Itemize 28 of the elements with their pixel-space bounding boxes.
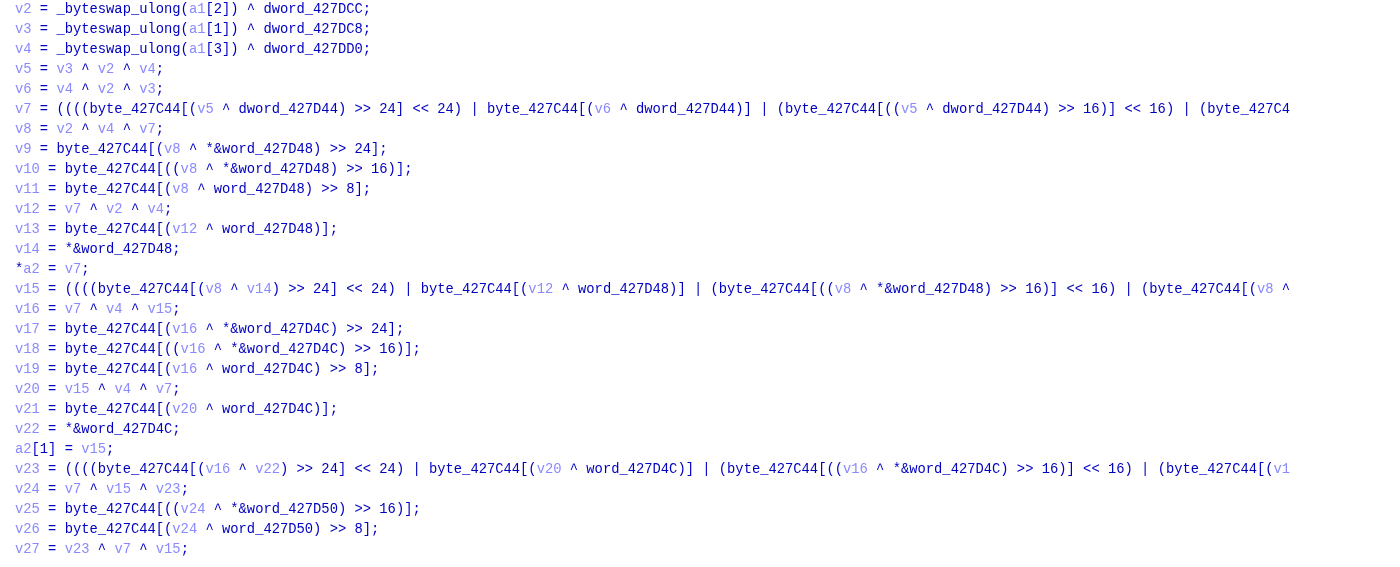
code-line: v19 = byte_427C44[(v16 ^ word_427D4C) >> 8]; xyxy=(15,361,380,379)
code-line: v16 = v7 ^ v4 ^ v15; xyxy=(15,301,181,319)
code-line: v8 = v2 ^ v4 ^ v7; xyxy=(15,121,165,139)
code-line: v15 = ((((byte_427C44[(v8 ^ v14) >> 24] << 24) | byte_427C44[(v12 ^ word_427D48)] | (byte_427C44[((v8 ^ *&word_427D48) >> 16)] << 16) | (byte_427C44[(v8 ^ xyxy=(15,281,1291,299)
code-line: v23 = ((((byte_427C44[(v16 ^ v22) >> 24] << 24) | byte_427C44[(v20 ^ word_427D4C)] | (byte_427C44[((v16 ^ *&word_427D4C) >> 16)] << 16) | (byte_427C44[(v1 xyxy=(15,461,1291,479)
code-line: v27 = v23 ^ v7 ^ v15; xyxy=(15,541,189,559)
code-line: v6 = v4 ^ v2 ^ v3; xyxy=(15,81,165,99)
code-line: v5 = v3 ^ v2 ^ v4; xyxy=(15,61,165,79)
code-line: a2[1] = v15; xyxy=(15,441,115,459)
code-line: v18 = byte_427C44[((v16 ^ *&word_427D4C) >> 16)]; xyxy=(15,341,421,359)
code-line: v4 = _byteswap_ulong(a1[3]) ^ dword_427DD0; xyxy=(15,41,372,59)
code-line: v21 = byte_427C44[(v20 ^ word_427D4C)]; xyxy=(15,401,338,419)
code-line: v14 = *&word_427D48; xyxy=(15,241,181,259)
code-line: v7 = ((((byte_427C44[(v5 ^ dword_427D44) >> 24] << 24) | byte_427C44[(v6 ^ dword_427D44)] | (byte_427C44[((v5 ^ dword_427D44) >> 16)] << 16) | (byte_427C4 xyxy=(15,101,1291,119)
code-line: *a2 = v7; xyxy=(15,261,90,279)
code-line: v9 = byte_427C44[(v8 ^ *&word_427D48) >> 24]; xyxy=(15,141,388,159)
code-line: v10 = byte_427C44[((v8 ^ *&word_427D48) >> 16)]; xyxy=(15,161,413,179)
code-line: v12 = v7 ^ v2 ^ v4; xyxy=(15,201,173,219)
code-line: v26 = byte_427C44[(v24 ^ word_427D50) >> 8]; xyxy=(15,521,380,539)
code-line: v22 = *&word_427D4C; xyxy=(15,421,181,439)
code-line: v2 = _byteswap_ulong(a1[2]) ^ dword_427DCC; xyxy=(15,1,372,19)
code-line: v11 = byte_427C44[(v8 ^ word_427D48) >> 8]; xyxy=(15,181,372,199)
code-line: v25 = byte_427C44[((v24 ^ *&word_427D50) >> 16)]; xyxy=(15,501,421,519)
code-line: v24 = v7 ^ v15 ^ v23; xyxy=(15,481,189,499)
code-line: v17 = byte_427C44[(v16 ^ *&word_427D4C) >> 24]; xyxy=(15,321,405,339)
code-line: v20 = v15 ^ v4 ^ v7; xyxy=(15,381,181,399)
code-line: v3 = _byteswap_ulong(a1[1]) ^ dword_427DC8; xyxy=(15,21,372,39)
code-line: v13 = byte_427C44[(v12 ^ word_427D48)]; xyxy=(15,221,338,239)
